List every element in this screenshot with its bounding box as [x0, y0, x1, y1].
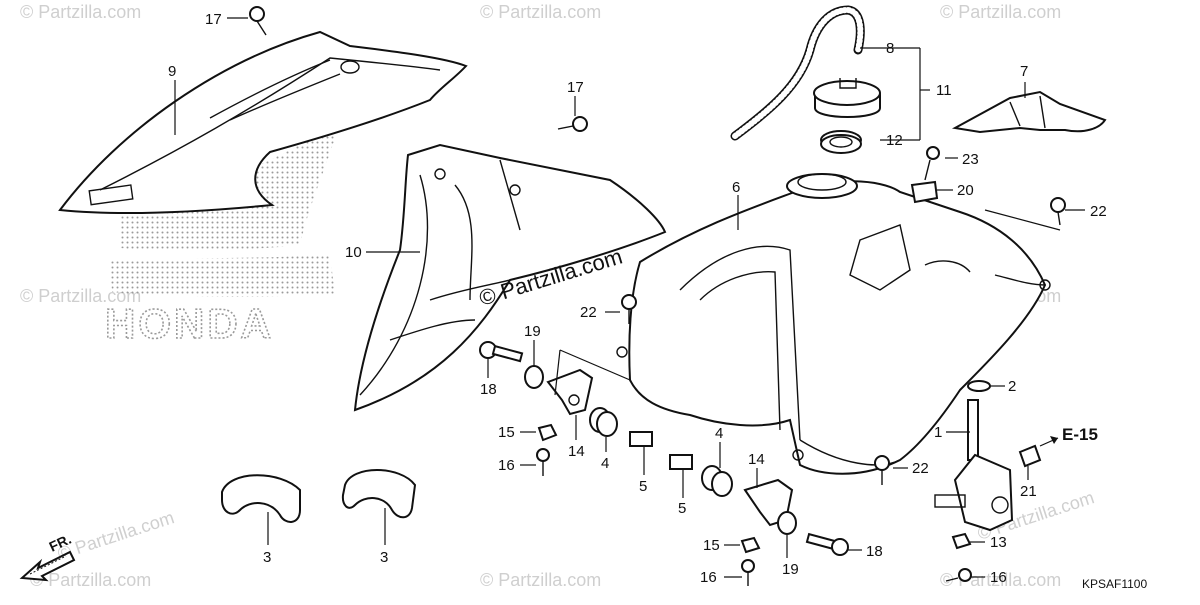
- callout-23: 23: [962, 151, 979, 168]
- callout-17: 17: [205, 11, 222, 28]
- part-2-washer[interactable]: [967, 380, 991, 392]
- callout-10: 10: [345, 244, 362, 261]
- part-12-cap-gasket[interactable]: [820, 130, 862, 154]
- part-17-screw-side[interactable]: [557, 116, 588, 132]
- callout-6: 6: [732, 179, 740, 196]
- callout-11: 11: [936, 82, 952, 99]
- callout-1: 1: [934, 424, 942, 441]
- part-22-bolt-right[interactable]: [1050, 197, 1066, 226]
- part-4-rubber-right[interactable]: [701, 465, 733, 497]
- part-3-cushion-left[interactable]: [221, 474, 301, 523]
- callout-16: 16: [498, 457, 515, 474]
- callout-15: 15: [498, 424, 515, 441]
- callout-21: 21: [1020, 483, 1037, 500]
- watermark-text: © Partzilla.com: [20, 2, 141, 22]
- callout-4: 4: [601, 455, 609, 472]
- part-4-rubber-left[interactable]: [589, 407, 618, 437]
- callout-4: 4: [715, 425, 723, 442]
- watermark-text: © Partzilla.com: [480, 2, 601, 22]
- watermark-text: © Partzilla.com: [940, 2, 1061, 22]
- callout-22: 22: [580, 304, 597, 321]
- part-7-tank-strap[interactable]: [951, 90, 1107, 134]
- callout-2: 2: [1008, 378, 1016, 395]
- part-22-bolt-bottom[interactable]: [874, 455, 890, 485]
- callout-16: 16: [700, 569, 717, 586]
- part-8-breather-tube[interactable]: [730, 5, 865, 141]
- part-18-bolt-right[interactable]: [805, 532, 849, 556]
- part-22-bolt-left[interactable]: [621, 294, 637, 324]
- diagram-code: KPSAF1100: [1082, 577, 1147, 591]
- part-21-clip[interactable]: [1018, 444, 1042, 468]
- part-11-fuel-cap[interactable]: [813, 78, 881, 118]
- callout-3: 3: [263, 549, 271, 566]
- part-9-top-shroud[interactable]: [58, 30, 468, 214]
- part-19-washer-right[interactable]: [777, 511, 797, 535]
- watermark-text: © Partzilla.com: [30, 570, 151, 590]
- watermark-text: © Partzilla.com: [480, 570, 601, 590]
- callout-19: 19: [782, 561, 799, 578]
- part-16-bolt-valve[interactable]: [945, 568, 972, 582]
- part-5-collar-left[interactable]: [629, 431, 653, 447]
- callout-16: 16: [990, 569, 1007, 586]
- part-5-collar-right[interactable]: [669, 454, 693, 470]
- callout-18: 18: [480, 381, 497, 398]
- callout-19: 19: [524, 323, 541, 340]
- callout-5: 5: [678, 500, 686, 517]
- part-10-side-shroud[interactable]: [353, 143, 667, 412]
- callout-numbers: 17 9 17 10 6 8 11 12 7 23 20 22 22 22 2 …: [168, 11, 1107, 586]
- watermark-text: © Partzilla.com: [20, 286, 141, 306]
- callout-15: 15: [703, 537, 720, 554]
- part-17-screw-top[interactable]: [249, 6, 267, 36]
- leader-lines: [174, 17, 1085, 578]
- part-23-screw[interactable]: [924, 146, 940, 181]
- part-16-bolt-right[interactable]: [741, 559, 755, 586]
- callout-13: 13: [990, 534, 1007, 551]
- part-6-fuel-tank[interactable]: [616, 173, 1051, 475]
- callout-7: 7: [1020, 63, 1028, 80]
- callout-5: 5: [639, 478, 647, 495]
- callout-18: 18: [866, 543, 883, 560]
- callout-3: 3: [380, 549, 388, 566]
- part-18-bolt-left[interactable]: [479, 341, 524, 363]
- watermark-text: © Partzilla.com: [55, 507, 177, 564]
- part-15-nut-right[interactable]: [740, 536, 761, 554]
- callout-14: 14: [748, 451, 765, 468]
- part-15-nut-left[interactable]: [537, 423, 558, 442]
- part-14-bracket-left[interactable]: [546, 368, 594, 416]
- part-3-cushion-right[interactable]: [341, 469, 417, 519]
- callout-12: 12: [886, 132, 903, 149]
- callout-17: 17: [567, 79, 584, 96]
- part-1-fuel-valve[interactable]: [934, 399, 1014, 532]
- callout-8: 8: [886, 40, 894, 57]
- reference-e15[interactable]: E-15: [1062, 425, 1098, 444]
- part-13-nut[interactable]: [951, 532, 972, 550]
- callout-14: 14: [568, 443, 585, 460]
- callout-22: 22: [912, 460, 929, 477]
- honda-brand-text: HONDA: [105, 300, 274, 347]
- callout-9: 9: [168, 63, 176, 80]
- part-16-bolt-left[interactable]: [536, 448, 550, 476]
- callout-22: 22: [1090, 203, 1107, 220]
- part-19-washer-left[interactable]: [524, 365, 544, 389]
- callout-20: 20: [957, 182, 974, 199]
- part-20-grommet[interactable]: [910, 180, 939, 204]
